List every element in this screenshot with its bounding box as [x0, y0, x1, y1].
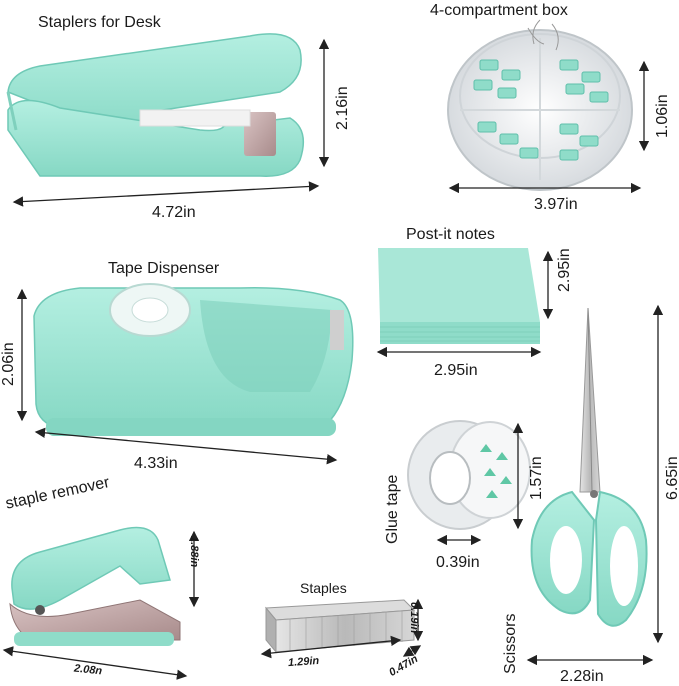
staples-height-label: 0.19in [408, 602, 420, 634]
stapler-image [6, 33, 305, 177]
scissors-title: Scissors [502, 613, 519, 674]
stapler-title: Staplers for Desk [38, 14, 161, 31]
staples-title: Staples [300, 580, 347, 596]
dimension-lines [2, 38, 664, 680]
tape-dispenser-width-label: 4.33in [134, 455, 178, 472]
staple-remover-height-label: 1.88in [188, 536, 200, 568]
staple-remover-image [9, 526, 181, 646]
tape-dispenser-title: Tape Dispenser [108, 260, 220, 277]
stapler-height-label: 2.16in [334, 86, 351, 130]
glue-tape-width-label: 0.39in [436, 554, 480, 571]
postit-height-label: 2.95in [556, 248, 573, 292]
glue-tape-title: Glue tape [384, 474, 401, 544]
postit-notes-image [378, 248, 540, 344]
scissors-image [530, 307, 648, 627]
box-width-label: 3.97in [534, 196, 578, 213]
tape-dispenser-height-label: 2.06in [0, 342, 17, 386]
scissors-height-label: 6.65in [664, 456, 679, 500]
glue-tape-image [407, 420, 531, 530]
box-height-label: 1.06in [654, 94, 671, 138]
compartment-box-image [447, 19, 633, 191]
glue-tape-height-label: 1.57in [528, 456, 545, 500]
postit-title: Post-it notes [406, 226, 495, 243]
staples-image [264, 599, 416, 654]
stapler-width-label: 4.72in [152, 204, 196, 221]
staples-width-label: 1.29in [287, 654, 320, 670]
box-title: 4-compartment box [430, 2, 568, 19]
scissors-width-label: 2.28in [560, 668, 604, 685]
tape-dispenser-image [33, 283, 354, 436]
postit-width-label: 2.95in [434, 362, 478, 379]
